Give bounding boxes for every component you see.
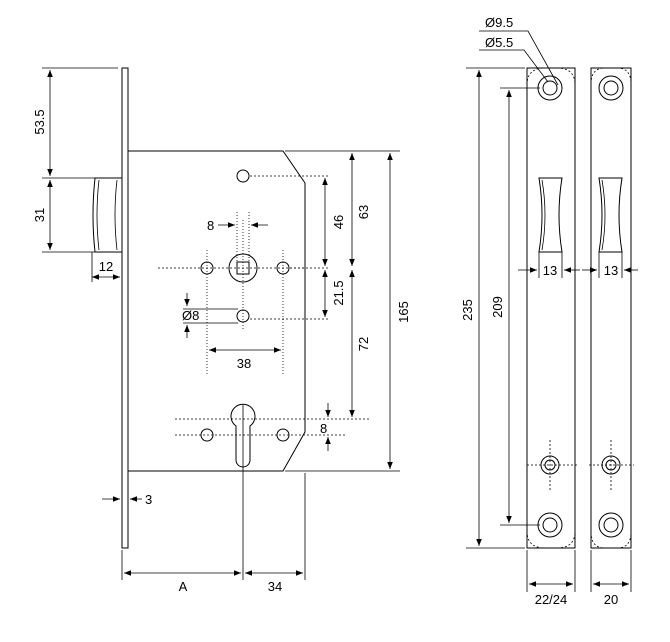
faceplates-view: 235 209 Ø9.5 Ø5.5 13 13 22/24 20 [460,15,638,607]
middle-hole [236,309,250,323]
dim-spindle-to-top-hole: 46 [331,215,346,229]
latch-slot-2 [598,177,623,253]
faceplate-front [526,67,576,549]
dim-hole-spacing: 38 [237,356,251,371]
latch-bolt [92,177,122,253]
top-fixing-hole [236,169,250,183]
dim-cylinder-offset: 8 [320,421,327,436]
dim-screw-diameter: Ø5.5 [485,35,513,50]
cylinder-hole-left [200,428,214,442]
latch-slot-1 [538,177,563,253]
bottom-screw-hole-1 [537,512,563,538]
mortise-lock-view: 53.5 31 12 3 8 Ø8 38 46 21.5 [32,67,411,594]
bottom-screw-hole-2 [598,512,624,538]
dim-spindle-to-cylinder: 72 [356,337,371,351]
lock-case [128,150,306,472]
dim-faceplate-thickness: 3 [145,492,152,507]
dim-spindle-square: 8 [207,218,214,233]
dim-strike-width: 22/24 [535,592,568,607]
dim-plate-width: 20 [604,592,618,607]
dim-slot-width-left: 13 [543,263,557,278]
dim-spindle-to-mid-hole: 21.5 [331,280,346,305]
dim-hole-diameter: Ø8 [182,308,199,323]
dim-countersink-diameter: Ø9.5 [485,15,513,30]
dim-screw-spacing: 209 [490,296,505,318]
dim-case-height: 165 [396,301,411,323]
dim-spindle-from-case-top: 63 [356,205,371,219]
dim-top-height: 53.5 [32,109,47,134]
cylinder-hole-right [276,428,290,442]
top-screw-hole-2 [598,75,624,101]
cylinder-cutout [230,403,256,468]
dim-latch-height: 31 [32,208,47,222]
faceplate [121,67,129,549]
dim-case-depth: 34 [268,579,282,594]
top-screw-hole-1 [537,75,563,101]
dim-backset: A [179,579,188,594]
dim-latch-width: 12 [99,259,113,274]
dim-slot-width-right: 13 [604,263,618,278]
dim-plate-length: 235 [460,299,475,321]
